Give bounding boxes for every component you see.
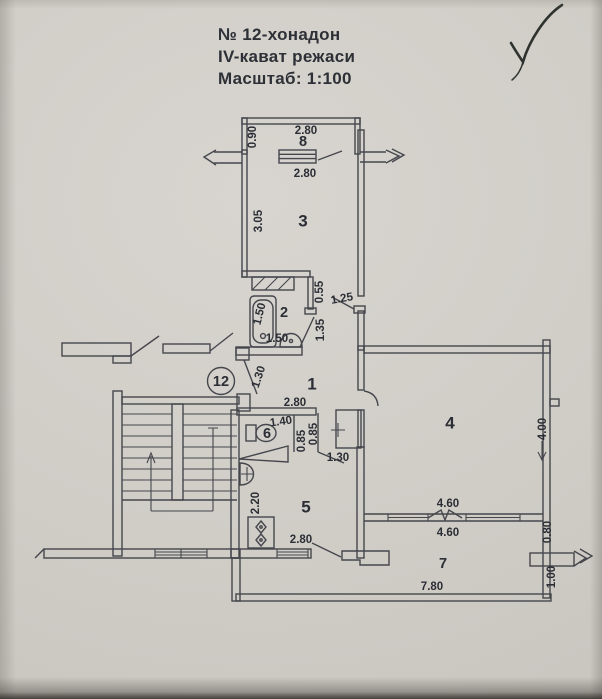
apartment-number-circle [206,366,236,396]
stove [247,516,275,549]
room-5-label: 5 [301,498,310,517]
dim-kitchen-depth: 2.20 [250,492,262,514]
room-2-label: 2 [280,305,288,321]
dim-duct-width: 0.55 [314,280,326,303]
room-8-label: 8 [299,134,307,150]
toilet [245,423,277,443]
dim-kitchen-door: 1.30 [327,452,349,464]
kitchen-sink [239,462,255,486]
dim-hall-width: 2.80 [284,397,306,409]
walls-room4 [363,339,560,599]
room-4-label: 4 [445,414,455,433]
walls-balcony8-room3 [202,117,406,351]
dim-loggia-width: 7.80 [421,581,443,593]
dim-room3-depth: 3.05 [253,209,265,232]
title-apartment: № 12-хонадон [218,25,341,44]
landing-entry-doors [61,332,258,412]
dim-bath-side: 1.35 [315,318,327,341]
room-6-label: 6 [263,426,271,442]
room-3-label: 3 [298,212,307,231]
dim-kitchen-window: 2.80 [290,534,312,546]
labels: 8 3 2 1 4 6 5 7 12 2.80 0.90 2.80 3.05 0… [213,125,558,593]
title-block: № 12-хонадон IV-кават режаси Масштаб: 1:… [218,24,355,90]
room-7-label: 7 [439,556,447,572]
dim-room4-window-bottom: 4.60 [437,527,459,539]
dim-room3-window: 2.80 [294,168,316,180]
title-floor: IV-кават режаси [218,47,356,66]
dim-balcony8-width: 2.80 [295,125,317,137]
walls-loggia [231,548,594,602]
dim-wc-width: 1.40 [269,415,293,430]
dim-loggia-step: 0.80 [542,521,554,543]
dim-basin-width: 1.50 [266,333,288,345]
dim-balcony8-depth: 0.90 [247,126,259,148]
dim-entry-door: 1.30 [250,364,268,389]
dim-room4-depth: 4.00 [537,418,549,440]
washbasin [279,332,303,348]
apartment-number: 12 [213,374,229,390]
dim-closet-b: 0.85 [308,422,320,445]
dim-loggia-depth: 1.00 [546,566,558,588]
title-scale: Масштаб: 1:100 [218,69,352,88]
room-1-label: 1 [307,375,316,394]
dim-room4-window-top: 4.60 [437,498,459,510]
dim-closet-a: 0.85 [296,429,308,452]
bathtub [249,295,277,348]
pen-checkmark [509,3,564,81]
dim-bath-door: 1.25 [330,291,355,307]
staircase [34,390,241,559]
dim-tub-length: 1.50 [251,302,268,327]
